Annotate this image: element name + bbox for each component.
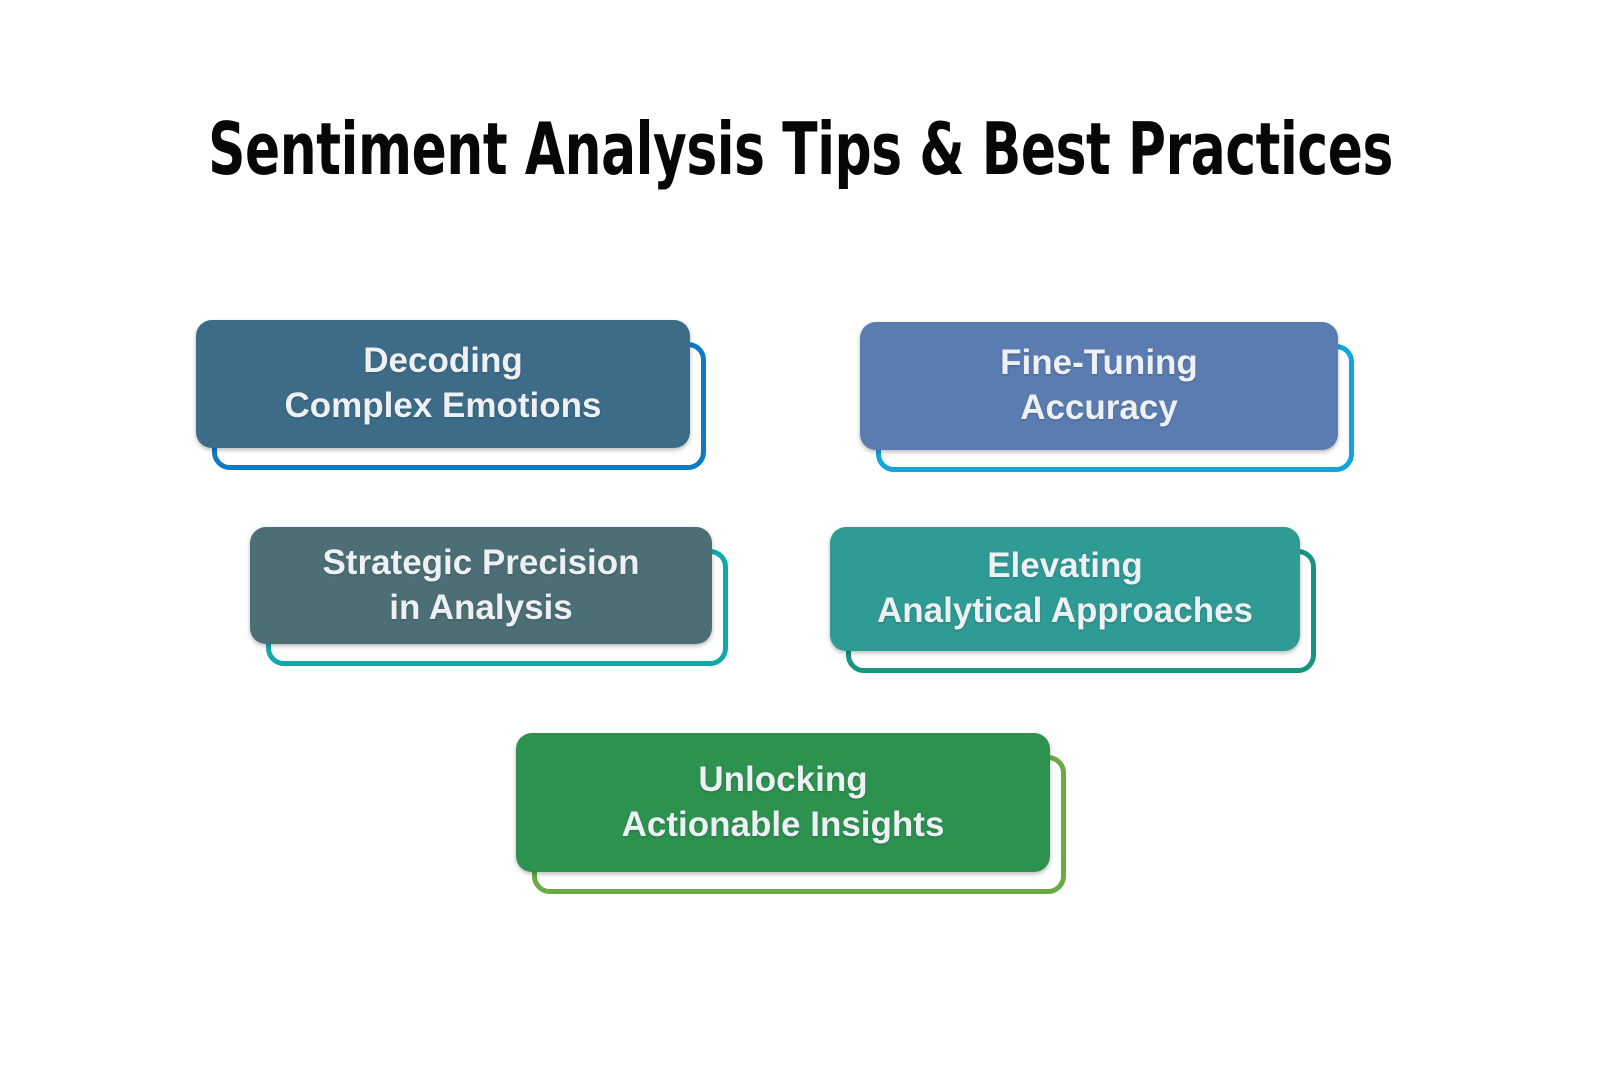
card-strategic-precision-in-analysis[interactable]: Strategic Precision in Analysis <box>250 527 728 666</box>
card-label-unlocking-actionable-insights: Unlocking Actionable Insights <box>621 759 945 844</box>
title-container: Sentiment Analysis Tips & Best Practices <box>0 107 1600 191</box>
card-label-strategic-precision-in-analysis: Strategic Precision in Analysis <box>322 542 640 627</box>
card-label-decoding-complex-emotions: Decoding Complex Emotions <box>284 341 602 425</box>
card-fine-tuning-accuracy[interactable]: Fine-Tuning Accuracy <box>860 322 1354 472</box>
card-fill-strategic-precision-in-analysis[interactable]: Strategic Precision in Analysis <box>250 527 712 644</box>
page-title: Sentiment Analysis Tips & Best Practices <box>207 107 1393 191</box>
card-fill-decoding-complex-emotions[interactable]: Decoding Complex Emotions <box>196 320 690 448</box>
card-unlocking-actionable-insights[interactable]: Unlocking Actionable Insights <box>516 733 1066 894</box>
card-fill-unlocking-actionable-insights[interactable]: Unlocking Actionable Insights <box>516 733 1050 872</box>
card-label-fine-tuning-accuracy: Fine-Tuning Accuracy <box>1000 343 1198 427</box>
card-fill-elevating-analytical-approaches[interactable]: Elevating Analytical Approaches <box>830 527 1300 651</box>
card-elevating-analytical-approaches[interactable]: Elevating Analytical Approaches <box>830 527 1316 673</box>
card-fill-fine-tuning-accuracy[interactable]: Fine-Tuning Accuracy <box>860 322 1338 450</box>
card-decoding-complex-emotions[interactable]: Decoding Complex Emotions <box>196 320 706 470</box>
card-label-elevating-analytical-approaches: Elevating Analytical Approaches <box>876 546 1254 630</box>
